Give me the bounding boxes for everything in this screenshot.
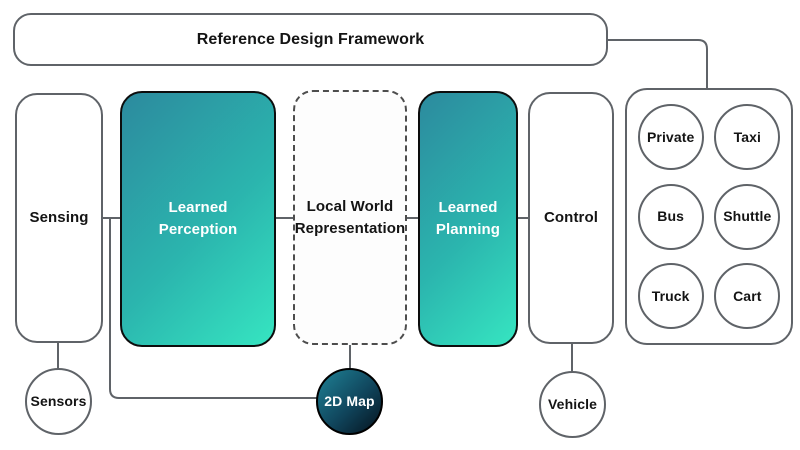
vehicle-type-cart-label: Cart [733, 288, 762, 305]
vehicle-type-shuttle: Shuttle [714, 183, 781, 250]
framework-to-panel-connector [608, 39, 708, 89]
sensing-label: Sensing [29, 209, 89, 227]
2d-map-circle: 2D Map [316, 368, 383, 435]
vehicle-type-private: Private [637, 103, 704, 170]
learned-planning-box: Learned Planning [418, 91, 518, 347]
vehicle-type-private-label: Private [646, 128, 695, 145]
sensing-to-map-connector [109, 219, 317, 399]
learned-perception-box: Learned Perception [120, 91, 276, 347]
control-box: Control [528, 92, 614, 344]
local-world-representation-box: Local World Representation [293, 90, 407, 345]
sensing-box: Sensing [15, 93, 103, 343]
sensors-label: Sensors [30, 393, 87, 410]
vehicle-type-taxi: Taxi [714, 103, 781, 170]
control-label: Control [543, 209, 599, 227]
vehicle-type-cart: Cart [714, 263, 781, 330]
vehicle-circle: Vehicle [539, 371, 606, 438]
framework-box: Reference Design Framework [13, 13, 608, 66]
vehicle-type-bus: Bus [637, 183, 704, 250]
sensors-circle: Sensors [25, 368, 92, 435]
vehicle-label: Vehicle [548, 396, 597, 413]
framework-label: Reference Design Framework [196, 30, 425, 48]
learned-planning-label: Learned Planning [435, 199, 501, 238]
vehicle-type-bus-label: Bus [657, 208, 685, 225]
vehicle-types-panel: Private Taxi Bus Shuttle Truck Cart [625, 88, 793, 345]
vehicle-type-shuttle-label: Shuttle [723, 208, 772, 225]
2d-map-label: 2D Map [324, 393, 375, 410]
vehicle-type-taxi-label: Taxi [733, 128, 761, 145]
local-world-representation-label: Local World Representation [294, 197, 406, 237]
vehicle-type-truck: Truck [637, 263, 704, 330]
learned-perception-label: Learned Perception [158, 199, 238, 238]
vehicle-type-truck-label: Truck [651, 288, 690, 305]
